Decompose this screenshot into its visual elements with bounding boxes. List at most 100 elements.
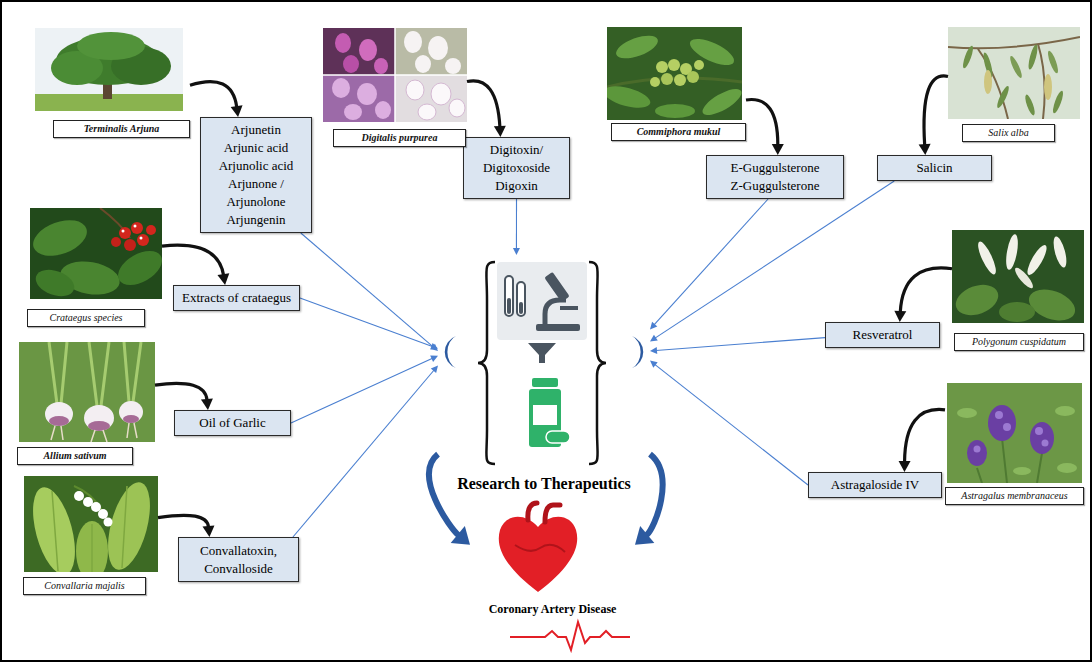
connector-line xyxy=(905,409,945,462)
species-caption: Allium sativum xyxy=(17,447,133,465)
photo-crataegus-part xyxy=(140,237,143,240)
photo-commiphora-part xyxy=(668,59,680,71)
arrow-head xyxy=(513,248,520,255)
arrow-head xyxy=(894,311,906,322)
connector-line xyxy=(467,81,500,127)
connector-arrow xyxy=(894,268,952,322)
connector-arrow xyxy=(300,298,438,349)
connector-arrow xyxy=(650,338,825,354)
photo-crataegus-part xyxy=(131,222,143,234)
photo-convallaria-part xyxy=(52,486,127,576)
photo-allium-part xyxy=(19,342,155,442)
photo-digitalis-part xyxy=(323,75,395,122)
research-icon-part xyxy=(497,262,587,340)
arrow-head xyxy=(919,144,931,155)
compound-label: Arjunolic acid xyxy=(207,157,305,175)
research-icon xyxy=(445,262,644,464)
photo-digitalis-part xyxy=(323,28,467,122)
photo-allium-part xyxy=(84,405,114,431)
heart-icon-part xyxy=(499,517,577,592)
compound-box: Convallatoxin, Convalloside xyxy=(178,537,299,582)
photo-astragalus-part xyxy=(1042,440,1049,447)
connector-line xyxy=(429,454,458,535)
compound-box: Salicin xyxy=(877,155,992,181)
photo-commiphora-part xyxy=(613,31,661,63)
photo-crataegus-part xyxy=(28,213,92,262)
photo-salix-part xyxy=(948,27,1080,119)
photo-salix-part xyxy=(995,85,1011,109)
connector-arrow xyxy=(158,515,214,537)
heart-icon xyxy=(499,503,577,592)
photo-digitalis-part xyxy=(343,55,359,73)
connector-arrow xyxy=(635,454,663,545)
compound-label: Arjungenin xyxy=(207,211,305,229)
photo-polygonum-part xyxy=(1024,243,1050,277)
photo-polygonum-part xyxy=(952,230,1084,326)
photo-salix-part xyxy=(948,27,1080,119)
arrow-head xyxy=(650,347,657,354)
photo-crataegus-part xyxy=(111,237,121,247)
connector-line xyxy=(158,515,209,527)
compound-label: Digitoxin/ Digitoxoside xyxy=(470,141,563,177)
compound-label: Arjunone / Arjunolone xyxy=(207,175,305,211)
photo-digitalis-part xyxy=(395,75,467,122)
photo-allium-part xyxy=(45,402,73,426)
arrow-head xyxy=(217,273,229,285)
connector-line xyxy=(924,76,948,145)
photo-terminalia xyxy=(35,28,183,111)
connector-arrow xyxy=(899,409,945,472)
arrow-head xyxy=(202,526,214,537)
arrow-head xyxy=(635,526,654,545)
photo-astragalus-part xyxy=(1055,406,1075,416)
photo-convallaria xyxy=(24,476,158,581)
photo-commiphora-part xyxy=(687,71,699,83)
photo-digitalis-part xyxy=(428,36,448,60)
photo-commiphora-part xyxy=(601,82,652,112)
species-caption: Terminalis Arjuna xyxy=(53,120,190,138)
compound-box: ArjunetinArjunic acidArjunolic acidArjun… xyxy=(200,117,312,233)
photo-salix-part xyxy=(1046,50,1060,75)
photo-allium-part xyxy=(123,415,139,423)
connector-line xyxy=(656,338,825,351)
disease-node: Coronary Artery Disease xyxy=(470,500,635,618)
photo-commiphora-part xyxy=(650,77,660,87)
photo-commiphora-part xyxy=(686,34,737,71)
compound-label: Digoxin xyxy=(470,177,563,195)
species-caption: Polygonum cuspidatum xyxy=(954,333,1084,351)
photo-terminalia-part xyxy=(35,28,183,111)
research-icon-part xyxy=(532,378,558,387)
photo-crataegus-part xyxy=(122,230,125,233)
connector-line xyxy=(746,100,778,145)
research-icon-part xyxy=(519,302,523,314)
research-icon-part xyxy=(445,336,456,368)
photo-crataegus-part xyxy=(137,234,149,246)
heart-icon-part xyxy=(515,545,565,552)
compound-label: Arjunic acid xyxy=(207,139,305,157)
photo-allium-part xyxy=(119,401,143,423)
plant-node: Convallaria majalis xyxy=(23,476,158,595)
photo-crataegus-part xyxy=(28,208,168,301)
species-caption: Convallaria majalis xyxy=(23,577,146,595)
arrow-head xyxy=(430,344,438,351)
photo-allium-part xyxy=(51,423,137,442)
arrow-head xyxy=(772,144,784,155)
connector-arrow xyxy=(155,383,213,410)
connector-arrow xyxy=(162,245,229,285)
research-icon-part xyxy=(632,336,643,368)
photo-digitalis-part xyxy=(359,39,377,61)
photo-convallaria-part xyxy=(74,486,109,526)
photo-digitalis-part xyxy=(404,31,422,53)
connector-line xyxy=(516,199,517,249)
photo-commiphora-part xyxy=(674,74,686,86)
species-caption: Crataegus species xyxy=(27,309,145,327)
photo-commiphora-part xyxy=(699,84,745,120)
research-icon-part xyxy=(505,276,513,316)
photo-digitalis-part xyxy=(323,74,467,76)
photo-terminalia-part xyxy=(77,32,145,60)
photo-salix-part xyxy=(984,70,992,94)
photo-digitalis-part xyxy=(449,99,465,117)
compound-box: Extracts of crataegus xyxy=(173,285,300,311)
photo-crataegus-part xyxy=(124,239,136,251)
connector-line xyxy=(301,233,434,347)
research-icon-part xyxy=(560,306,578,310)
